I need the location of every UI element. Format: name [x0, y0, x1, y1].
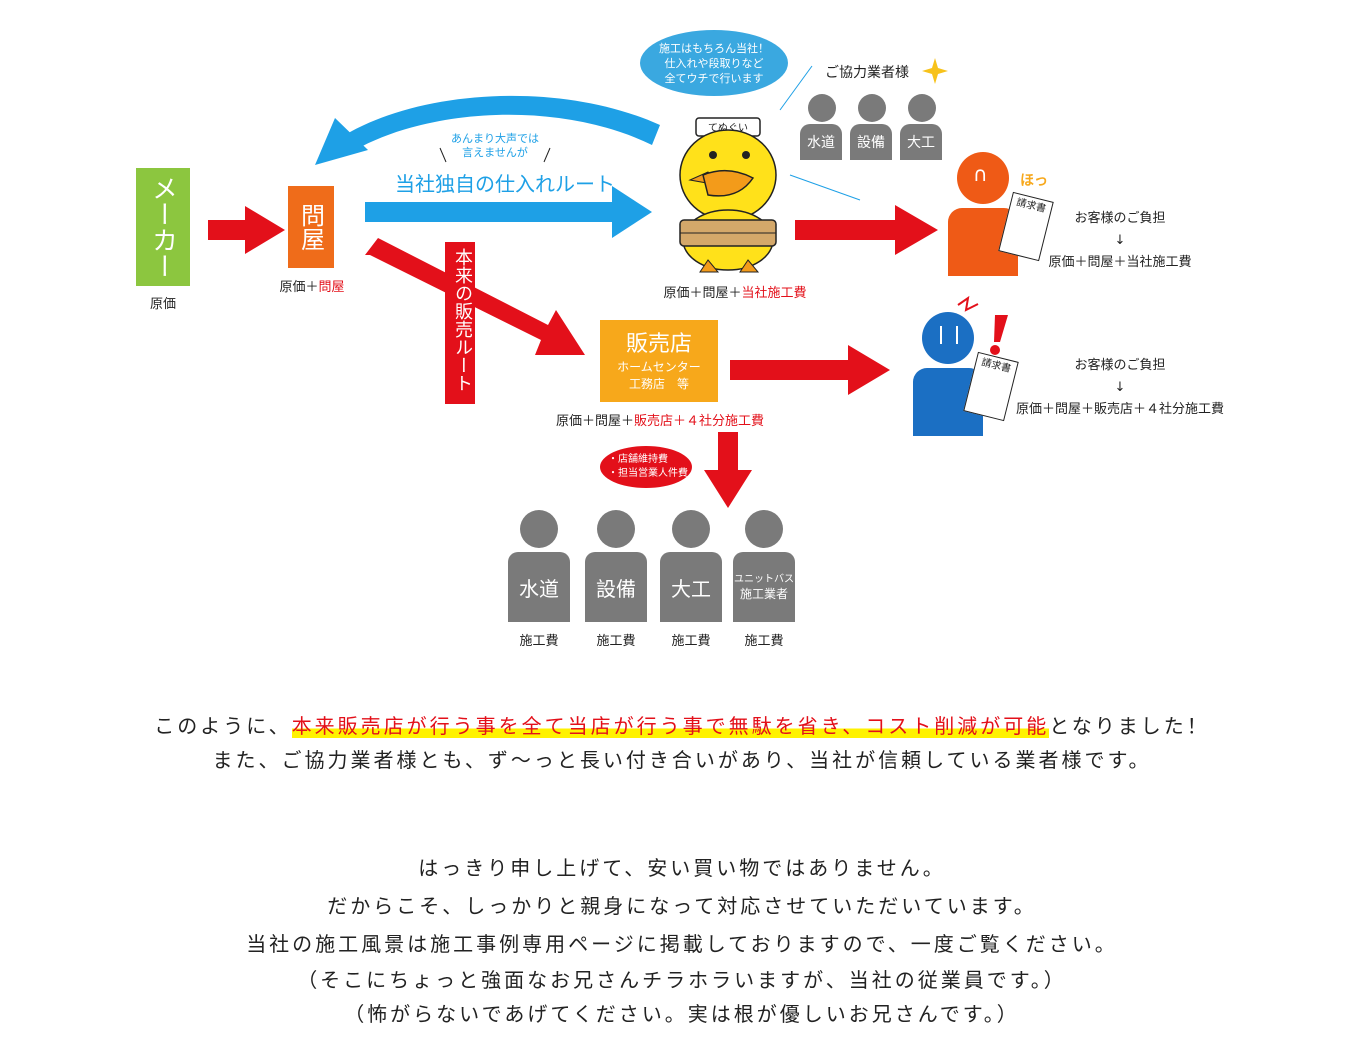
retail-worker-label-3: ユニットバス 施工業者 — [733, 552, 795, 622]
summary-line-1-highlight: 本来販売店が行う事を全て当店が行う事で無駄を省き、コスト削減が可能 — [291, 714, 1050, 738]
arrow-mascot-to-customer — [795, 205, 938, 255]
retail-worker-label-1: 設備 — [585, 552, 647, 622]
wholesaler-cost: 原価＋問屋 — [262, 276, 362, 295]
paragraph-line-0: はっきり申し上げて、安い買い物ではありません。 — [418, 856, 946, 880]
happy-exclaim: ほっ — [1020, 173, 1048, 189]
paragraph-line-1: だからこそ、しっかりと親身になって対応させていただいています。 — [327, 894, 1037, 918]
happy-burden-arrow: ↓ — [1114, 233, 1126, 248]
retail-worker-fee-3: 施工費 — [744, 634, 784, 649]
original-route-band — [445, 242, 475, 404]
our-route-label: 当社独自の仕入れルート — [395, 172, 615, 196]
paragraph-line-2: 当社の施工風景は施工事例専用ページに掲載しておりますので、一度ご覧ください。 — [246, 932, 1118, 956]
arrow-curved-return — [345, 95, 660, 150]
upset-customer: 請求書 — [910, 312, 1020, 437]
retail-worker-label-0: 水道 — [508, 552, 570, 622]
summary-line-2: また、ご協力業者様とも、ず〜っと長い付き合いがあり、当社が信頼している業者様です… — [212, 748, 1152, 772]
original-route-label: 本来の販売ルート — [452, 248, 473, 392]
mascot-bubble-line1: 施工はもちろん当社！ — [659, 41, 769, 55]
upset-burden-value: 原価＋問屋＋販売店＋４社分施工費 — [1015, 402, 1224, 417]
arrow-retailer-to-workers — [704, 432, 752, 508]
retail-worker-fee-2: 施工費 — [671, 634, 711, 649]
summary-line-1-post: となりました！ — [1049, 714, 1210, 738]
happy-burden-value: 原価＋問屋＋当社施工費 — [1048, 255, 1192, 270]
partner-label-2: 大工 — [900, 124, 942, 160]
mascot-duck-icon: てぬぐい — [679, 117, 777, 273]
upset-burden-arrow: ↓ — [1114, 380, 1126, 395]
partner-label-0: 水道 — [800, 124, 842, 160]
retailer-box: 販売店 ホームセンター 工務店 等 — [600, 320, 718, 402]
arrow-maker-to-wholesaler — [208, 206, 285, 254]
arrow-retailer-to-customer — [730, 345, 890, 395]
anger-mark-icon — [957, 295, 979, 312]
sparkle-icon — [922, 58, 948, 84]
diagram-arrows — [208, 58, 1008, 508]
happy-face: ∩ — [973, 162, 988, 186]
happy-burden-title: お客様のご負担 — [1074, 211, 1166, 226]
retailer-cost-base: 原価＋問屋＋ — [555, 414, 634, 429]
our-route-note-1: あんまり大声では — [451, 132, 539, 145]
maker-box: メーカー — [136, 168, 190, 286]
retail-cost-bubble-1: ・店舗維持費 — [608, 454, 668, 465]
retail-worker-label-2: 大工 — [660, 552, 722, 622]
retail-worker-label-3a: ユニットバス — [734, 574, 794, 585]
mascot-speech-bubble: 施工はもちろん当社！ 仕入れや段取りなど 全てウチで行います — [640, 30, 788, 96]
happy-customer: ∩ 請求書 — [945, 152, 1055, 277]
retail-cost-bubble: ・店舗維持費 ・担当営業人件費 — [600, 446, 692, 488]
exclaim-icon — [994, 315, 1008, 342]
retailer-cost: 原価＋問屋＋販売店＋４社分施工費 — [535, 410, 785, 429]
maker-label: メーカー — [147, 175, 178, 279]
our-route-note: あんまり大声では 言えませんが — [430, 132, 560, 160]
upset-burden: お客様のご負担 ↓ 原価＋問屋＋販売店＋４社分施工費 — [1005, 355, 1235, 421]
summary-line-1-pre: このように、 — [154, 714, 292, 738]
wholesaler-cost-base: 原価＋ — [279, 280, 319, 295]
our-cost-red: 当社施工費 — [741, 286, 807, 301]
retail-cost-bubble-2: ・担当営業人件費 — [608, 468, 688, 479]
mascot-bubble-line2: 仕入れや段取りなど — [664, 56, 764, 70]
partners-title: ご協力業者様 — [825, 65, 909, 81]
retail-worker-fee-0: 施工費 — [519, 634, 559, 649]
retailer-cost-red: 販売店＋４社分施工費 — [634, 414, 765, 429]
paragraph-line-4: （怖がらないであげてください。実は根が優しいお兄さんです。） — [344, 1002, 1020, 1026]
our-cost: 原価＋問屋＋当社施工費 — [640, 282, 830, 301]
retailer-line1: ホームセンター — [617, 360, 701, 374]
upset-burden-title: お客様のご負担 — [1074, 358, 1166, 373]
our-cost-base: 原価＋問屋＋ — [663, 286, 742, 301]
wholesaler-cost-red: 問屋 — [318, 280, 345, 295]
worried-face — [940, 326, 958, 344]
partner-label-1: 設備 — [850, 124, 892, 160]
wholesaler-label: 問屋 — [296, 203, 325, 251]
mascot-bubble-line3: 全てウチで行います — [664, 71, 764, 85]
maker-cost: 原価 — [149, 297, 176, 312]
summary-line-1: このように、本来販売店が行う事を全て当店が行う事で無駄を省き、コスト削減が可能と… — [0, 710, 1364, 739]
wholesaler-box: 問屋 — [288, 186, 334, 268]
happy-burden: お客様のご負担 ↓ 原価＋問屋＋当社施工費 — [1030, 208, 1210, 274]
arrow-our-route — [365, 186, 652, 238]
arrow-curved-head — [315, 118, 368, 165]
retailer-line2: 工務店 等 — [628, 377, 689, 391]
paragraph-line-3: （そこにちょっと強面なお兄さんチラホラいますが、当社の従業員です。） — [297, 968, 1067, 992]
retailer-title: 販売店 — [625, 332, 692, 357]
retail-worker-fee-1: 施工費 — [596, 634, 636, 649]
our-route-note-2: 言えませんが — [462, 146, 528, 159]
retail-worker-label-3b: 施工業者 — [739, 587, 788, 601]
